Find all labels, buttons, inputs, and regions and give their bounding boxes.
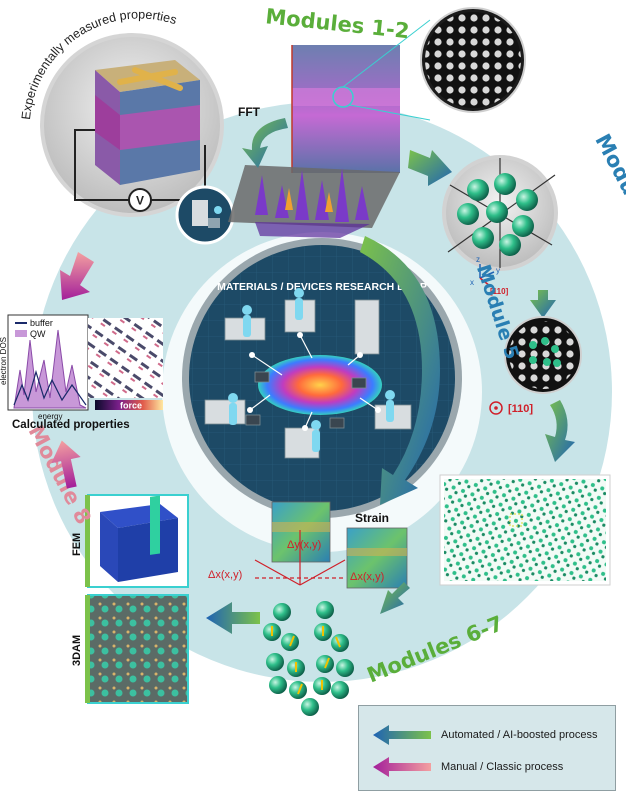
- legend-manual: Manual / Classic process: [371, 756, 563, 778]
- axis-x-label: x: [470, 278, 474, 287]
- lattice-atoms-panel: [504, 316, 582, 394]
- fem-panel: [85, 494, 189, 588]
- arrow-to-fem: [206, 602, 260, 634]
- energy-axis-label: energy: [38, 412, 62, 421]
- dos-buffer-curve: [13, 369, 87, 406]
- dos-qw-curve: [13, 329, 87, 409]
- strain-axes: [254, 530, 346, 586]
- researcher-figures: [228, 288, 395, 452]
- modules-1-2-title: Modules 1-2: [264, 4, 410, 43]
- legend-qw: QW: [30, 329, 46, 339]
- manual-arrow-up: [51, 440, 81, 489]
- legend-automated: Automated / AI-boosted process: [371, 724, 598, 746]
- 3dam-label: 3DAM: [71, 635, 83, 666]
- calculated-title: Calculated properties: [12, 419, 130, 431]
- lattice-zoom: [420, 7, 526, 113]
- atoms-3d: [457, 173, 538, 256]
- strain-label: Strain: [355, 511, 389, 525]
- atomic-model-panel: [439, 474, 611, 586]
- delta-x-left-label: Δx(x,y): [208, 569, 242, 581]
- microscope-icon: [175, 185, 235, 245]
- arrow-atoms-to-lattice: [530, 290, 556, 318]
- modules-3-4-title: Modules 3-4: [590, 130, 626, 269]
- arrow-strain-to-displacement: [380, 582, 410, 614]
- voltmeter-label: V: [136, 194, 144, 208]
- axis-110-label: [110]: [490, 287, 509, 296]
- strain-map-x: [346, 527, 408, 589]
- fft-label: FFT: [238, 105, 261, 119]
- manual-arrow-icon: [373, 757, 431, 777]
- module-5-arrow: [360, 236, 440, 505]
- legend-buffer: buffer: [30, 318, 53, 328]
- strain-map-y: [271, 501, 331, 563]
- research-loop-disc: MATERIALS / DEVICES RESEARCH LOOP: [182, 238, 462, 518]
- legend-automated-label: Automated / AI-boosted process: [441, 729, 598, 741]
- delta-x-right-label: Δx(x,y): [350, 571, 384, 583]
- direction-110-marker: [110]: [489, 401, 533, 415]
- delta-y-label: Δy(x,y): [287, 539, 321, 551]
- connection-nodes: [247, 332, 381, 431]
- fft-arrow: [242, 118, 288, 168]
- arrow-to-atomic-model: [545, 400, 575, 462]
- arrow-stem-to-atoms: [408, 150, 452, 186]
- stem-image-panel: [291, 19, 431, 173]
- force-label: force: [120, 401, 142, 411]
- wafer-icon: [258, 355, 382, 415]
- dos-axis-label: electron DOS: [0, 337, 8, 385]
- axis-y-label: y: [496, 266, 500, 275]
- automated-arrow-icon: [373, 725, 431, 745]
- calculated-panel: buffer QW: [7, 314, 163, 411]
- axis-z-label: z: [476, 255, 480, 264]
- displacement-atoms: [263, 601, 354, 716]
- manual-arrow-down: [60, 252, 94, 300]
- legend-manual-label: Manual / Classic process: [441, 761, 564, 773]
- process-legend: Automated / AI-boosted process Manual / …: [358, 705, 616, 791]
- experimental-panel: V: [40, 33, 224, 217]
- 3dam-panel: [85, 594, 189, 704]
- research-loop-title: MATERIALS / DEVICES RESEARCH LOOP: [217, 281, 427, 293]
- fft-3d-plot: [228, 165, 400, 238]
- voltmeter-icon: [128, 188, 152, 212]
- atom-cluster-panel: [442, 155, 558, 271]
- fem-label: FEM: [71, 533, 83, 556]
- dir-110-label: [110]: [508, 403, 533, 415]
- crystal-axes: z y x [110]: [470, 255, 509, 296]
